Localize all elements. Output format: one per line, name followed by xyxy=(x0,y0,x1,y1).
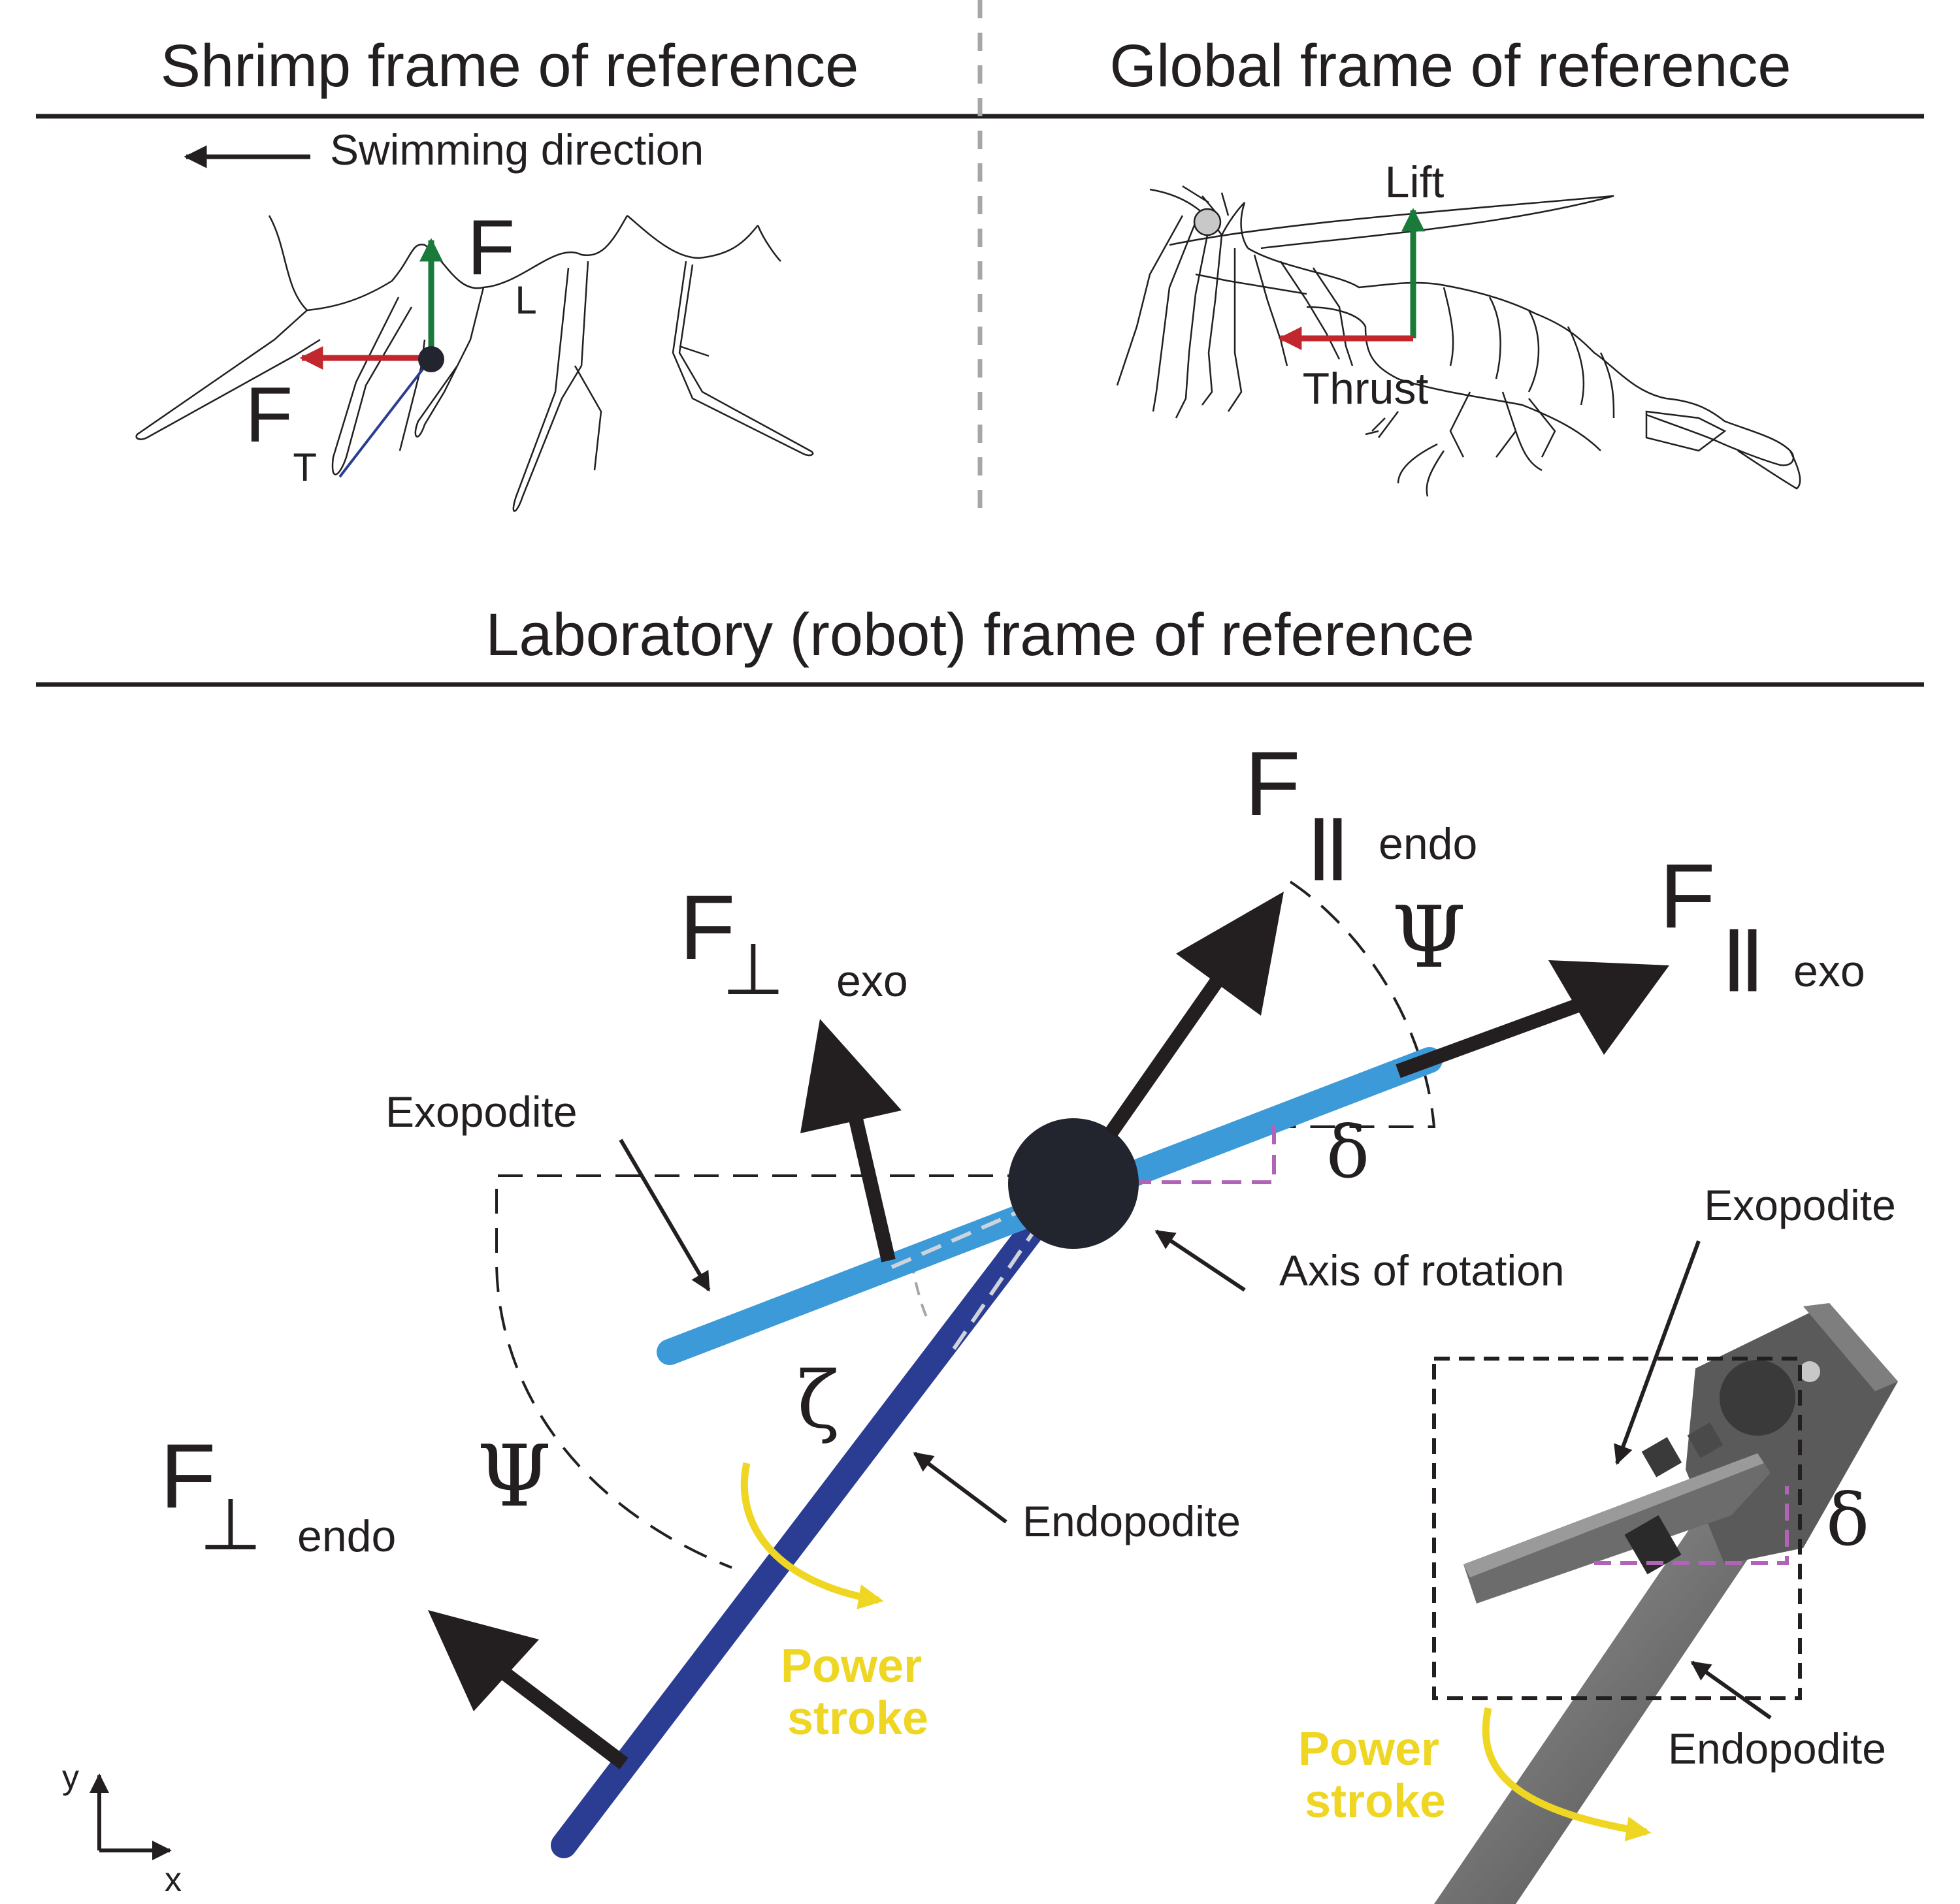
f-perp-endo-label: F xyxy=(160,1425,216,1527)
delta-box-robot xyxy=(1594,1486,1789,1565)
psi-label-left: Ψ xyxy=(477,1427,551,1526)
f-perp-endo-sub: endo xyxy=(297,1511,396,1561)
f-par-exo-arrow xyxy=(1396,992,1597,1078)
exopodite-label-robot: Exopodite xyxy=(1704,1181,1896,1229)
f-par-endo-label: F xyxy=(1245,732,1301,835)
global-thrust-label: Thrust xyxy=(1303,364,1429,413)
zeta-label: ζ xyxy=(797,1355,840,1446)
endopodite-label-lab: Endopodite xyxy=(1022,1497,1241,1545)
axis-label: Axis of rotation xyxy=(1279,1246,1565,1295)
xy-axes xyxy=(90,1773,172,1860)
f-perp-exo-mark: ⊥ xyxy=(722,929,785,1010)
shrimp-blue-segment xyxy=(338,361,429,478)
robot-inset-box xyxy=(1432,1357,1802,1700)
power-stroke-label-robot: Power stroke xyxy=(1298,1723,1452,1828)
global-lift-label: Lift xyxy=(1385,157,1445,207)
endopodite-leader xyxy=(913,1451,1007,1524)
endopodite-label-robot: Endopodite xyxy=(1668,1724,1886,1773)
f-perp-endo-arrow xyxy=(498,1666,629,1769)
f-par-exo-sub: exo xyxy=(1793,946,1865,996)
power-stroke-arrow-lab xyxy=(740,1462,884,1609)
exopodite-label-lab: Exopodite xyxy=(385,1088,578,1136)
exopodite-leader-robot xyxy=(1614,1240,1701,1465)
lab-panel-title: Laboratory (robot) frame of reference xyxy=(485,602,1475,668)
f-perp-exo-sub: exo xyxy=(836,956,908,1006)
f-perp-exo-head xyxy=(800,1019,902,1133)
f-par-exo-head xyxy=(1548,960,1669,1055)
delta-label-robot: δ xyxy=(1826,1478,1869,1562)
shrimp-illustration xyxy=(1116,185,1801,497)
shrimp-panel-title: Shrimp frame of reference xyxy=(161,33,859,99)
f-par-endo-mark: || xyxy=(1310,807,1347,880)
exopodite-leader xyxy=(619,1138,711,1292)
axis-x-label: x xyxy=(165,1861,182,1899)
axis-y-label: y xyxy=(62,1758,79,1796)
pleopod-outline xyxy=(135,215,814,512)
endopodite-bar[interactable] xyxy=(551,1182,1071,1858)
shrimp-lift-label: FL xyxy=(467,204,537,322)
f-par-exo-mark: || xyxy=(1725,918,1761,992)
robot-rendering xyxy=(1434,1303,1898,1904)
power-stroke-label-lab: Power stroke xyxy=(781,1640,935,1745)
f-par-endo-head xyxy=(1176,892,1284,1016)
shrimp-pivot xyxy=(418,346,444,372)
endopodite-leader-robot xyxy=(1690,1660,1772,1720)
psi-label-right: Ψ xyxy=(1392,888,1466,987)
axis-leader xyxy=(1154,1229,1246,1292)
axis-of-rotation[interactable] xyxy=(1008,1118,1139,1249)
f-perp-endo-head xyxy=(428,1610,539,1711)
f-par-endo-sub: endo xyxy=(1379,819,1477,869)
swim-direction-label: Swimming direction xyxy=(330,125,704,174)
delta-label-lab: δ xyxy=(1326,1110,1369,1194)
delta-box-lab xyxy=(1071,1120,1276,1184)
global-panel-title: Global frame of reference xyxy=(1109,33,1791,99)
f-perp-exo-label: F xyxy=(679,876,736,978)
power-stroke-arrow-robot xyxy=(1482,1707,1652,1842)
psi-guide-left xyxy=(495,1174,1071,1569)
f-par-exo-label: F xyxy=(1659,845,1716,947)
shrimp-thrust-label: FT xyxy=(245,371,317,489)
f-perp-endo-mark: ⊥ xyxy=(199,1485,262,1565)
shrimp-eye xyxy=(1193,208,1222,236)
